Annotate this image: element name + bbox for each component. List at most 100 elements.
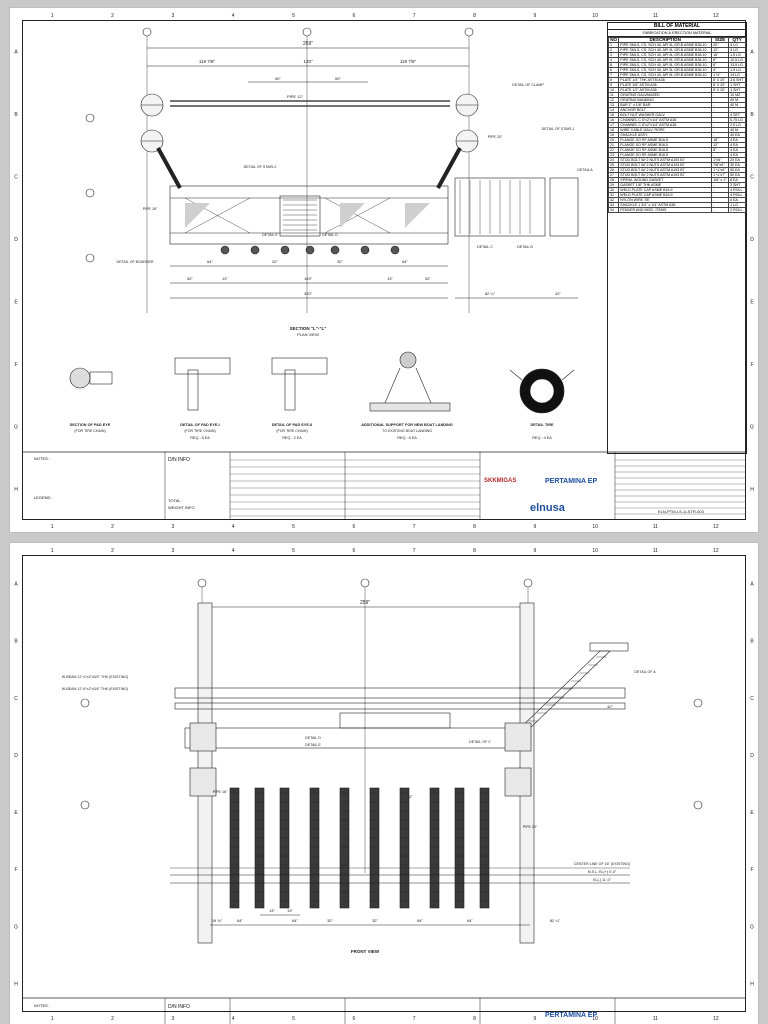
drawing-number: ELN-PTM-LS-1I-STR-003 <box>658 509 704 514</box>
chain <box>561 369 575 381</box>
grid-col-label: 3 <box>171 1016 174 1022</box>
bom-cell: 5.75 LG <box>728 117 746 123</box>
grid-col-label: 1 <box>51 13 54 19</box>
grid-col-label: 6 <box>352 524 355 530</box>
grid-col-label: 8 <box>473 13 476 19</box>
dim-text: 60" <box>275 76 281 81</box>
bom-cell: FENDER AND MISC. ITEMS <box>618 207 713 213</box>
dim-text: 120" <box>303 59 313 64</box>
bom-cell: 13.5 LG <box>728 62 746 68</box>
fender-column <box>309 787 320 909</box>
detail-title-2: DETAIL OF PAD EYE-II <box>272 423 313 427</box>
detail-req-1: REQ : 8 EA <box>190 436 210 440</box>
grid-row-label: H <box>750 981 754 987</box>
existing-landing <box>369 402 451 412</box>
dim-text: 13" <box>269 908 275 913</box>
callout-7: PIPE 20" <box>523 825 538 829</box>
section-marker <box>80 800 90 810</box>
grid-col-label: 10 <box>592 548 598 554</box>
dim-text: 42" <box>407 794 413 799</box>
fender-tire <box>220 245 230 255</box>
grid-row-label: H <box>14 981 18 987</box>
diagonal-pipe <box>436 147 462 189</box>
detail-req-3: REQ : 6 EA <box>397 436 417 440</box>
grid-col-label: 2 <box>111 13 114 19</box>
section-marker <box>85 188 95 198</box>
fender-column <box>339 787 350 909</box>
grid-col-label: 2 <box>111 548 114 554</box>
detail-title-1: DETAIL OF PAD EYE-I <box>180 423 219 427</box>
grid-col-label: 3 <box>171 548 174 554</box>
grid-row-label: A <box>750 49 754 55</box>
callout-3: DETAIL OF BOARDER <box>117 260 154 264</box>
grid-row-label: E <box>14 810 18 816</box>
grid-col-label: 7 <box>413 13 416 19</box>
drawing-frame <box>22 20 746 520</box>
elnusa-logo: elnusa <box>530 502 565 514</box>
detail-sub-2: (FOR TIRE CHAIN) <box>276 429 307 433</box>
callout-0: DETAIL OF CLAMP <box>512 83 544 87</box>
bom-cell: 34 <box>607 207 620 213</box>
grid-col-label: 11 <box>653 1016 658 1022</box>
pad-eye <box>69 367 91 389</box>
bill-of-material: BILL OF MATERIAL FABRICATION & ERECTION … <box>607 22 747 454</box>
fender-column <box>479 787 490 909</box>
grid-bubble <box>302 27 312 37</box>
w-beam-existing <box>174 702 626 710</box>
dim-text: 32" <box>272 259 278 264</box>
grid-bubble <box>197 578 207 588</box>
chain <box>509 369 523 381</box>
skkmigas-logo: SKKMIGAS <box>484 478 517 484</box>
grid-col-label: 6 <box>352 548 355 554</box>
stair-detail <box>279 195 321 237</box>
callout-7: DETAIL B <box>517 245 533 249</box>
callout-1: DETAIL OF STAIR-1 <box>542 127 575 131</box>
pad-eye-plate <box>284 369 296 411</box>
bom-subtitle: FABRICATION & ERECTION MATERIAL <box>608 30 746 37</box>
dim-text: 64" <box>467 918 473 923</box>
grid-row-label: D <box>14 753 18 759</box>
grid-col-label: 10 <box>592 524 598 530</box>
grid-row-label: D <box>14 237 18 243</box>
grid-row-label: C <box>14 696 18 702</box>
grid-row-label: A <box>14 582 18 588</box>
grid-row-label: B <box>750 112 754 118</box>
dim-text: 52" <box>425 276 431 281</box>
grid-col-label: 5 <box>292 548 295 554</box>
grid-row-label: D <box>750 237 754 243</box>
fender-column <box>369 787 380 909</box>
bom-cell: 3.6 SHT <box>728 77 746 83</box>
shading <box>405 203 430 228</box>
dn-info-title: D/N INFO <box>168 457 190 463</box>
bom-cell: PIPE SMLS, CS, SCH 40, API 5L GR.B ASME … <box>618 52 713 58</box>
dim-text: 64" <box>207 259 213 264</box>
callout-5: DETAIL OF C <box>469 740 491 744</box>
notes-title: NOTES : <box>34 456 51 461</box>
dim-text: 13" <box>222 276 228 281</box>
pipe-section <box>174 357 231 375</box>
bom-cell: 1/8" x 1" <box>711 177 730 183</box>
bom-cell: PIPE SMLS, CS, SCH 40, API 5L GR.B ASME … <box>618 42 713 48</box>
callout-9: M.S.L. EL(+) 0'-0" <box>588 870 617 874</box>
grid-col-label: 9 <box>533 1016 536 1022</box>
grid-col-label: 10 <box>592 1016 598 1022</box>
grid-bubble <box>464 27 474 37</box>
total-label: TOTAL : <box>168 498 183 503</box>
grid-bubble <box>142 27 152 37</box>
fender-tire <box>390 245 400 255</box>
grid-col-label: 7 <box>413 524 416 530</box>
detail-sub-3: TO EXISTING BOAT LANDING <box>382 429 432 433</box>
grid-col-label: 9 <box>533 13 536 19</box>
grid-row-label: H <box>750 487 754 493</box>
dim-text: 82 ¼" <box>550 918 561 923</box>
bom-title: BILL OF MATERIAL <box>608 23 746 30</box>
grid-row-label: F <box>750 867 753 873</box>
dim-text: 42" <box>607 704 613 709</box>
brace <box>184 197 251 234</box>
callout-8: DETAIL A <box>577 168 593 172</box>
shading <box>185 203 210 228</box>
dim-text: 193" <box>304 276 313 281</box>
detail-req-4: REQ : 4 EA <box>532 436 552 440</box>
